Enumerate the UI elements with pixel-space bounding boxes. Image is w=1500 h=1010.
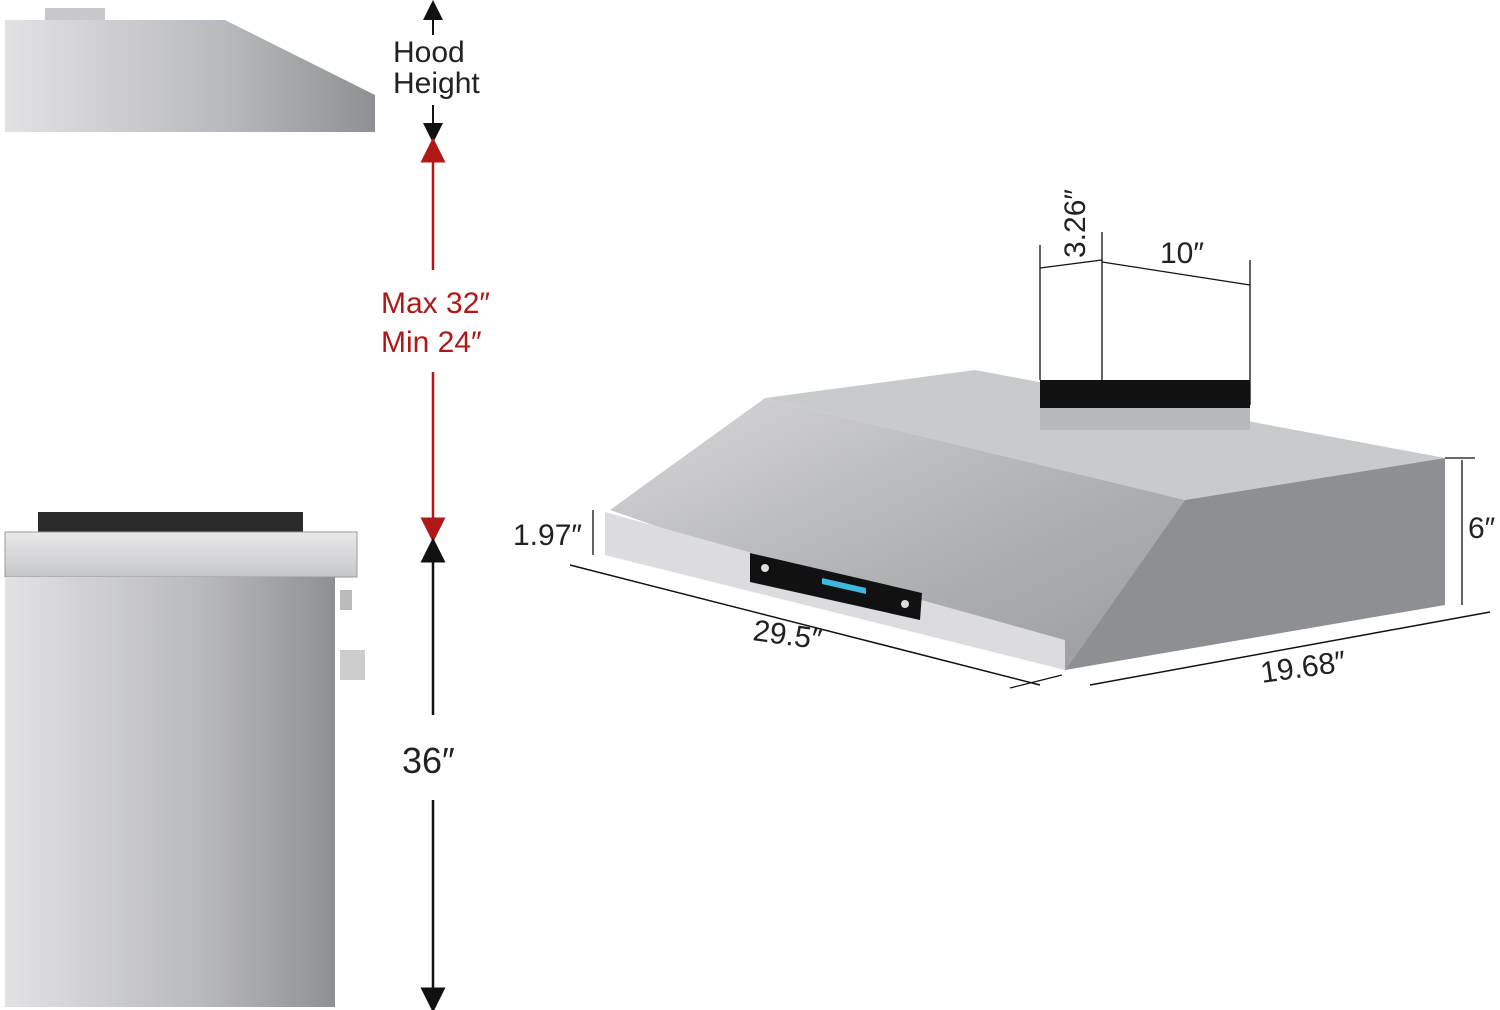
hood-back-height-label: 6″ xyxy=(1468,512,1496,545)
front-lip-label: 1.97″ xyxy=(513,519,582,552)
range-hood xyxy=(605,370,1445,670)
stove xyxy=(4,512,365,1007)
hood-height-dimension: Hood Height xyxy=(393,0,480,143)
hood-height-label-1: Hood xyxy=(393,36,465,69)
counter-height-label: 36″ xyxy=(402,740,455,781)
counter-height-dimension: 36″ xyxy=(402,537,455,1010)
clearance-dimension: Max 32″ Min 24″ xyxy=(381,137,490,543)
side-view-hood xyxy=(5,8,375,132)
hood-width-label: 29.5″ xyxy=(751,614,824,656)
hood-height-label-2: Height xyxy=(393,67,480,100)
duct-dimensions: 3.26″ 10″ xyxy=(1039,189,1251,405)
clearance-min-label: Min 24″ xyxy=(381,326,482,359)
clearance-max-label: Max 32″ xyxy=(381,287,490,320)
duct-height-label: 3.26″ xyxy=(1059,189,1092,258)
control-panel xyxy=(750,553,922,620)
duct-width-label: 10″ xyxy=(1160,237,1204,270)
